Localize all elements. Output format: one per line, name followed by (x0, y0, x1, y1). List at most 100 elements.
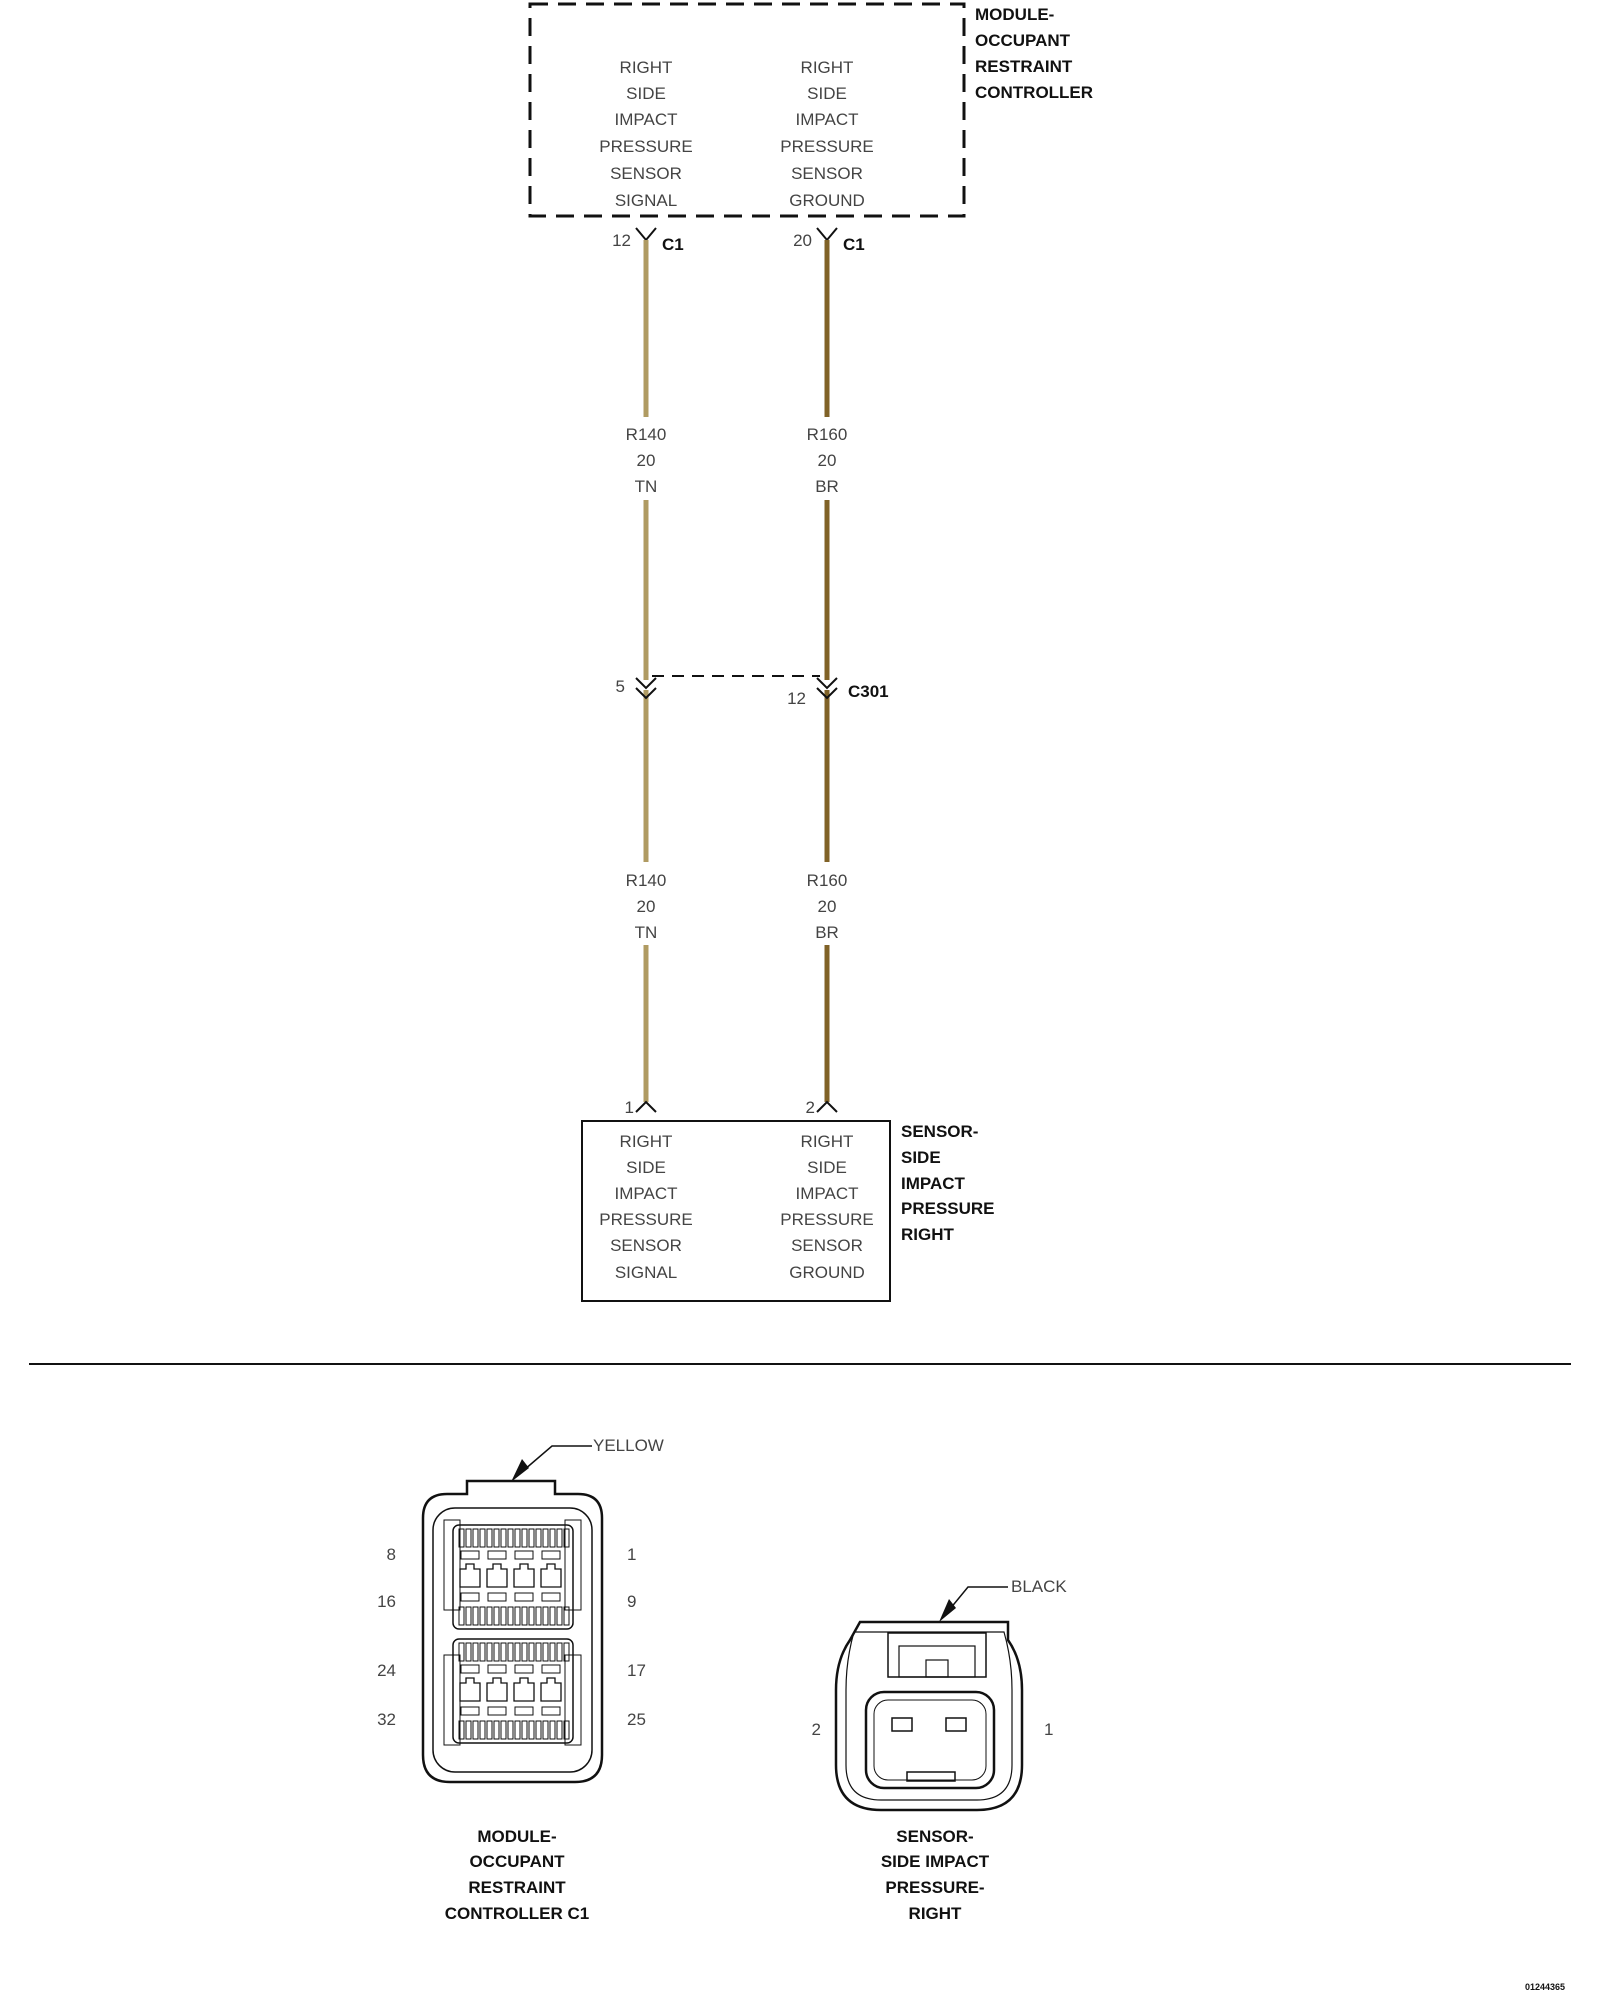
black-callout-leader (944, 1586, 1008, 1616)
c1-pin-label-16: 16 (377, 1592, 396, 1611)
sensor-connector-pin-1: 1 (1044, 1720, 1053, 1739)
c1-terminal-slot (486, 1528, 493, 1548)
c1-terminal-slot (563, 1528, 570, 1548)
c1-cavity-pin (513, 1563, 535, 1588)
sensor-caption-line-4: RIGHT (909, 1904, 963, 1923)
wire-r160-circuit-top: R160 (807, 425, 848, 444)
c1-terminal-slot (465, 1642, 472, 1662)
sensor-ground-label-2: SIDE (807, 1158, 847, 1177)
c301-inline-connector: 5 12 C301 (616, 675, 889, 708)
c1-cavity-bottom (541, 1592, 561, 1602)
module-signal-label-6: SIGNAL (615, 191, 677, 210)
c1-terminal-slot (486, 1720, 493, 1740)
figure-id: 01244365 (1525, 1982, 1565, 1992)
c1-cavity-bottom (460, 1592, 480, 1602)
c1-terminal-slot (563, 1642, 570, 1662)
c301-signal-pin-number: 5 (616, 677, 625, 696)
c1-terminal-slot (535, 1642, 542, 1662)
c1-terminal-slot (472, 1528, 479, 1548)
c1-housing-inner (432, 1507, 593, 1773)
wire-r140-signal: R140 20 TN R140 20 TN (626, 240, 667, 1102)
c1-terminal-slot (535, 1528, 542, 1548)
c1-cavity-bottom (514, 1706, 534, 1716)
module-name-line-3: RESTRAINT (975, 57, 1073, 76)
c1-signal-pin-number: 12 (612, 231, 631, 250)
sensor-name-line-2: SIDE (901, 1148, 941, 1167)
c1-terminal-slot (563, 1720, 570, 1740)
sensor-signal-pin-number: 1 (625, 1098, 634, 1117)
c1-upper-cavity-block (452, 1524, 574, 1630)
c1-signal-connector-name: C1 (662, 235, 684, 254)
module-name-line-2: OCCUPANT (975, 31, 1071, 50)
module-signal-label-2: SIDE (626, 84, 666, 103)
c1-caption-line-1: MODULE- (477, 1827, 556, 1846)
sensor-housing-inner (845, 1631, 1013, 1801)
c1-terminal-slot (472, 1720, 479, 1740)
c1-cavity-bottom (487, 1706, 507, 1716)
wire-r160-color-bottom: BR (815, 923, 839, 942)
sensor-ground-pin-number: 2 (806, 1098, 815, 1117)
sensor-cavity (864, 1690, 996, 1790)
c1-terminal-slot (500, 1528, 507, 1548)
sensor-caption-line-2: SIDE IMPACT (881, 1852, 990, 1871)
c1-cavity-pin (513, 1677, 535, 1702)
c1-terminal-slot (528, 1528, 535, 1548)
sensor-name-line-5: RIGHT (901, 1225, 955, 1244)
sensor-key-icon (906, 1771, 956, 1782)
c1-ground-pin-number: 20 (793, 231, 812, 250)
black-callout-arrow-icon (939, 1599, 956, 1622)
c1-cavity-pin (540, 1563, 562, 1588)
c1-terminal-slot (521, 1642, 528, 1662)
c1-color-label: YELLOW (593, 1436, 664, 1455)
c1-terminal-slot (479, 1606, 486, 1626)
c301-ground-terminal-icon (816, 677, 838, 690)
c1-cavity-bottom (514, 1592, 534, 1602)
c1-terminal-slot (556, 1720, 563, 1740)
sensor-connector-color-label: BLACK (1011, 1577, 1067, 1596)
c1-terminal-slot (507, 1606, 514, 1626)
c1-terminal-slot (507, 1642, 514, 1662)
module-name-line-1: MODULE- (975, 5, 1054, 24)
sensor-signal-label-1: RIGHT (620, 1132, 673, 1151)
c1-pin-label-25: 25 (627, 1710, 646, 1729)
module-ground-label-1: RIGHT (801, 58, 854, 77)
c1-terminal-slot (521, 1528, 528, 1548)
c1-caption-line-3: RESTRAINT (468, 1878, 566, 1897)
c1-cavity-pin (459, 1563, 481, 1588)
c1-cavity-top (514, 1664, 534, 1674)
c1-cavity-top (541, 1550, 561, 1560)
c1-terminal-slot (458, 1720, 465, 1740)
module-ground-label-6: GROUND (789, 191, 865, 210)
c1-cavity-pin (486, 1677, 508, 1702)
module-name-line-4: CONTROLLER (975, 83, 1093, 102)
sensor-terminal-1-icon (945, 1717, 967, 1732)
sensor-ground-terminal-icon (816, 1100, 838, 1113)
c1-terminal-slot (472, 1642, 479, 1662)
wire-r140-circuit-top: R140 (626, 425, 667, 444)
sensor-signal-label-2: SIDE (626, 1158, 666, 1177)
sensor-ground-label-5: SENSOR (791, 1236, 863, 1255)
c1-cavity-top (514, 1550, 534, 1560)
c1-terminal-slot (514, 1606, 521, 1626)
c1-cavity-pin (486, 1563, 508, 1588)
c1-latch-left (443, 1519, 461, 1611)
c1-pin-label-9: 9 (627, 1592, 636, 1611)
c1-terminal-slot (549, 1720, 556, 1740)
yellow-callout-leader (516, 1445, 592, 1477)
c1-terminal-slot (500, 1720, 507, 1740)
c1-terminal-slot (486, 1642, 493, 1662)
c1-terminal-slot (549, 1642, 556, 1662)
wire-r160-color-top: BR (815, 477, 839, 496)
c1-cavity-pin (459, 1677, 481, 1702)
wire-r140-gauge-top: 20 (637, 451, 656, 470)
c1-terminal-slot (500, 1606, 507, 1626)
c1-terminal-slot (556, 1642, 563, 1662)
c1-cavity-top (460, 1664, 480, 1674)
sensor-signal-label-6: SIGNAL (615, 1263, 677, 1282)
c1-terminal-slot (458, 1528, 465, 1548)
c1-cavity-top (541, 1664, 561, 1674)
c1-signal-terminal-icon (635, 227, 657, 242)
c1-terminal-slot (493, 1642, 500, 1662)
c1-terminals: 12 C1 20 C1 (612, 227, 865, 254)
sensor-signal-terminal-icon (635, 1100, 657, 1113)
